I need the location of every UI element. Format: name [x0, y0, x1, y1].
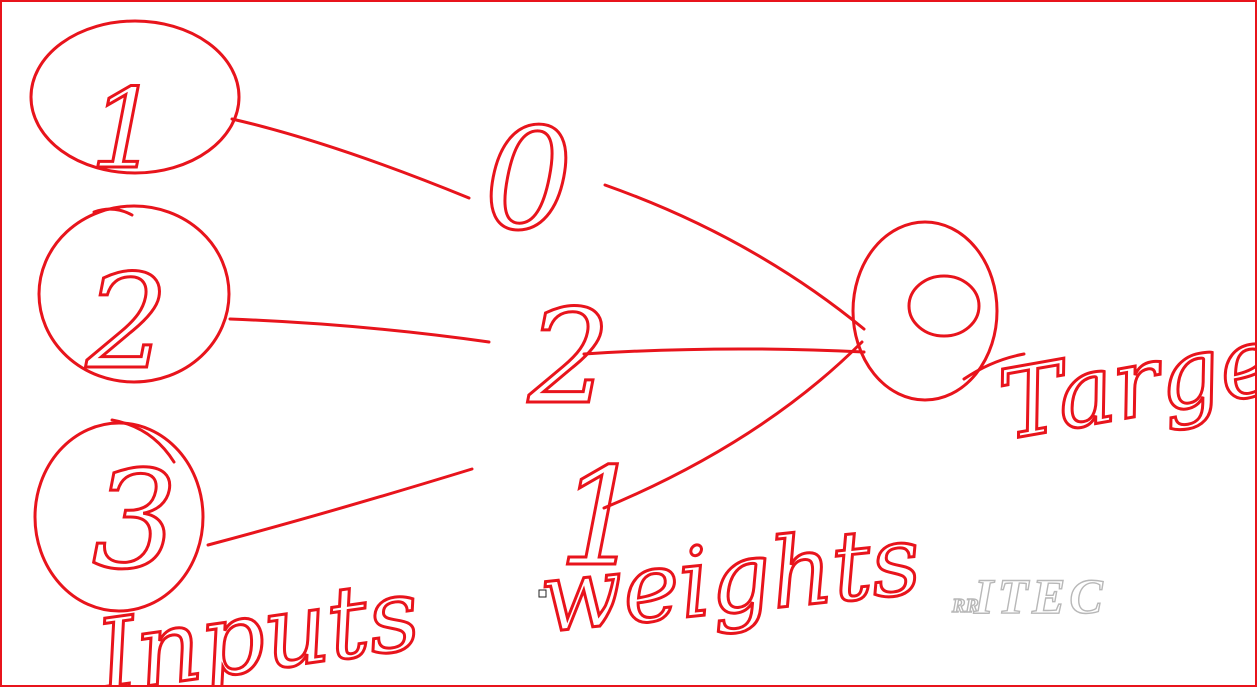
connection-input3-weight3: [206, 467, 474, 547]
connection-weight1-output: [603, 183, 866, 331]
weight-digit-1: 0: [484, 99, 573, 262]
watermark-brand-main: ITEC: [973, 568, 1107, 624]
connection-weight2-output: [582, 347, 866, 356]
input-node-2-overstroke: [92, 207, 134, 217]
weight-digit-3: 1: [558, 439, 644, 596]
input-node-2: [37, 204, 231, 384]
input-node-1: [29, 19, 241, 175]
input-node-3-overstroke: [110, 418, 176, 464]
input-digit-2: 2: [85, 246, 169, 398]
connection-input1-weight1: [230, 117, 471, 200]
weight-digit-2: 2: [527, 281, 611, 433]
target-connector: [962, 352, 1026, 381]
target-label: Target: [992, 297, 1257, 462]
connection-weight3-output: [602, 340, 864, 510]
input-digit-3: 3: [92, 442, 178, 599]
watermark-brand-small: RR: [951, 595, 979, 617]
connection-input2-weight2: [228, 317, 491, 344]
output-digit-shape: [907, 274, 981, 338]
input-digit-1: 1: [90, 65, 160, 193]
cursor-marker: [538, 589, 547, 598]
output-node: [851, 220, 999, 402]
